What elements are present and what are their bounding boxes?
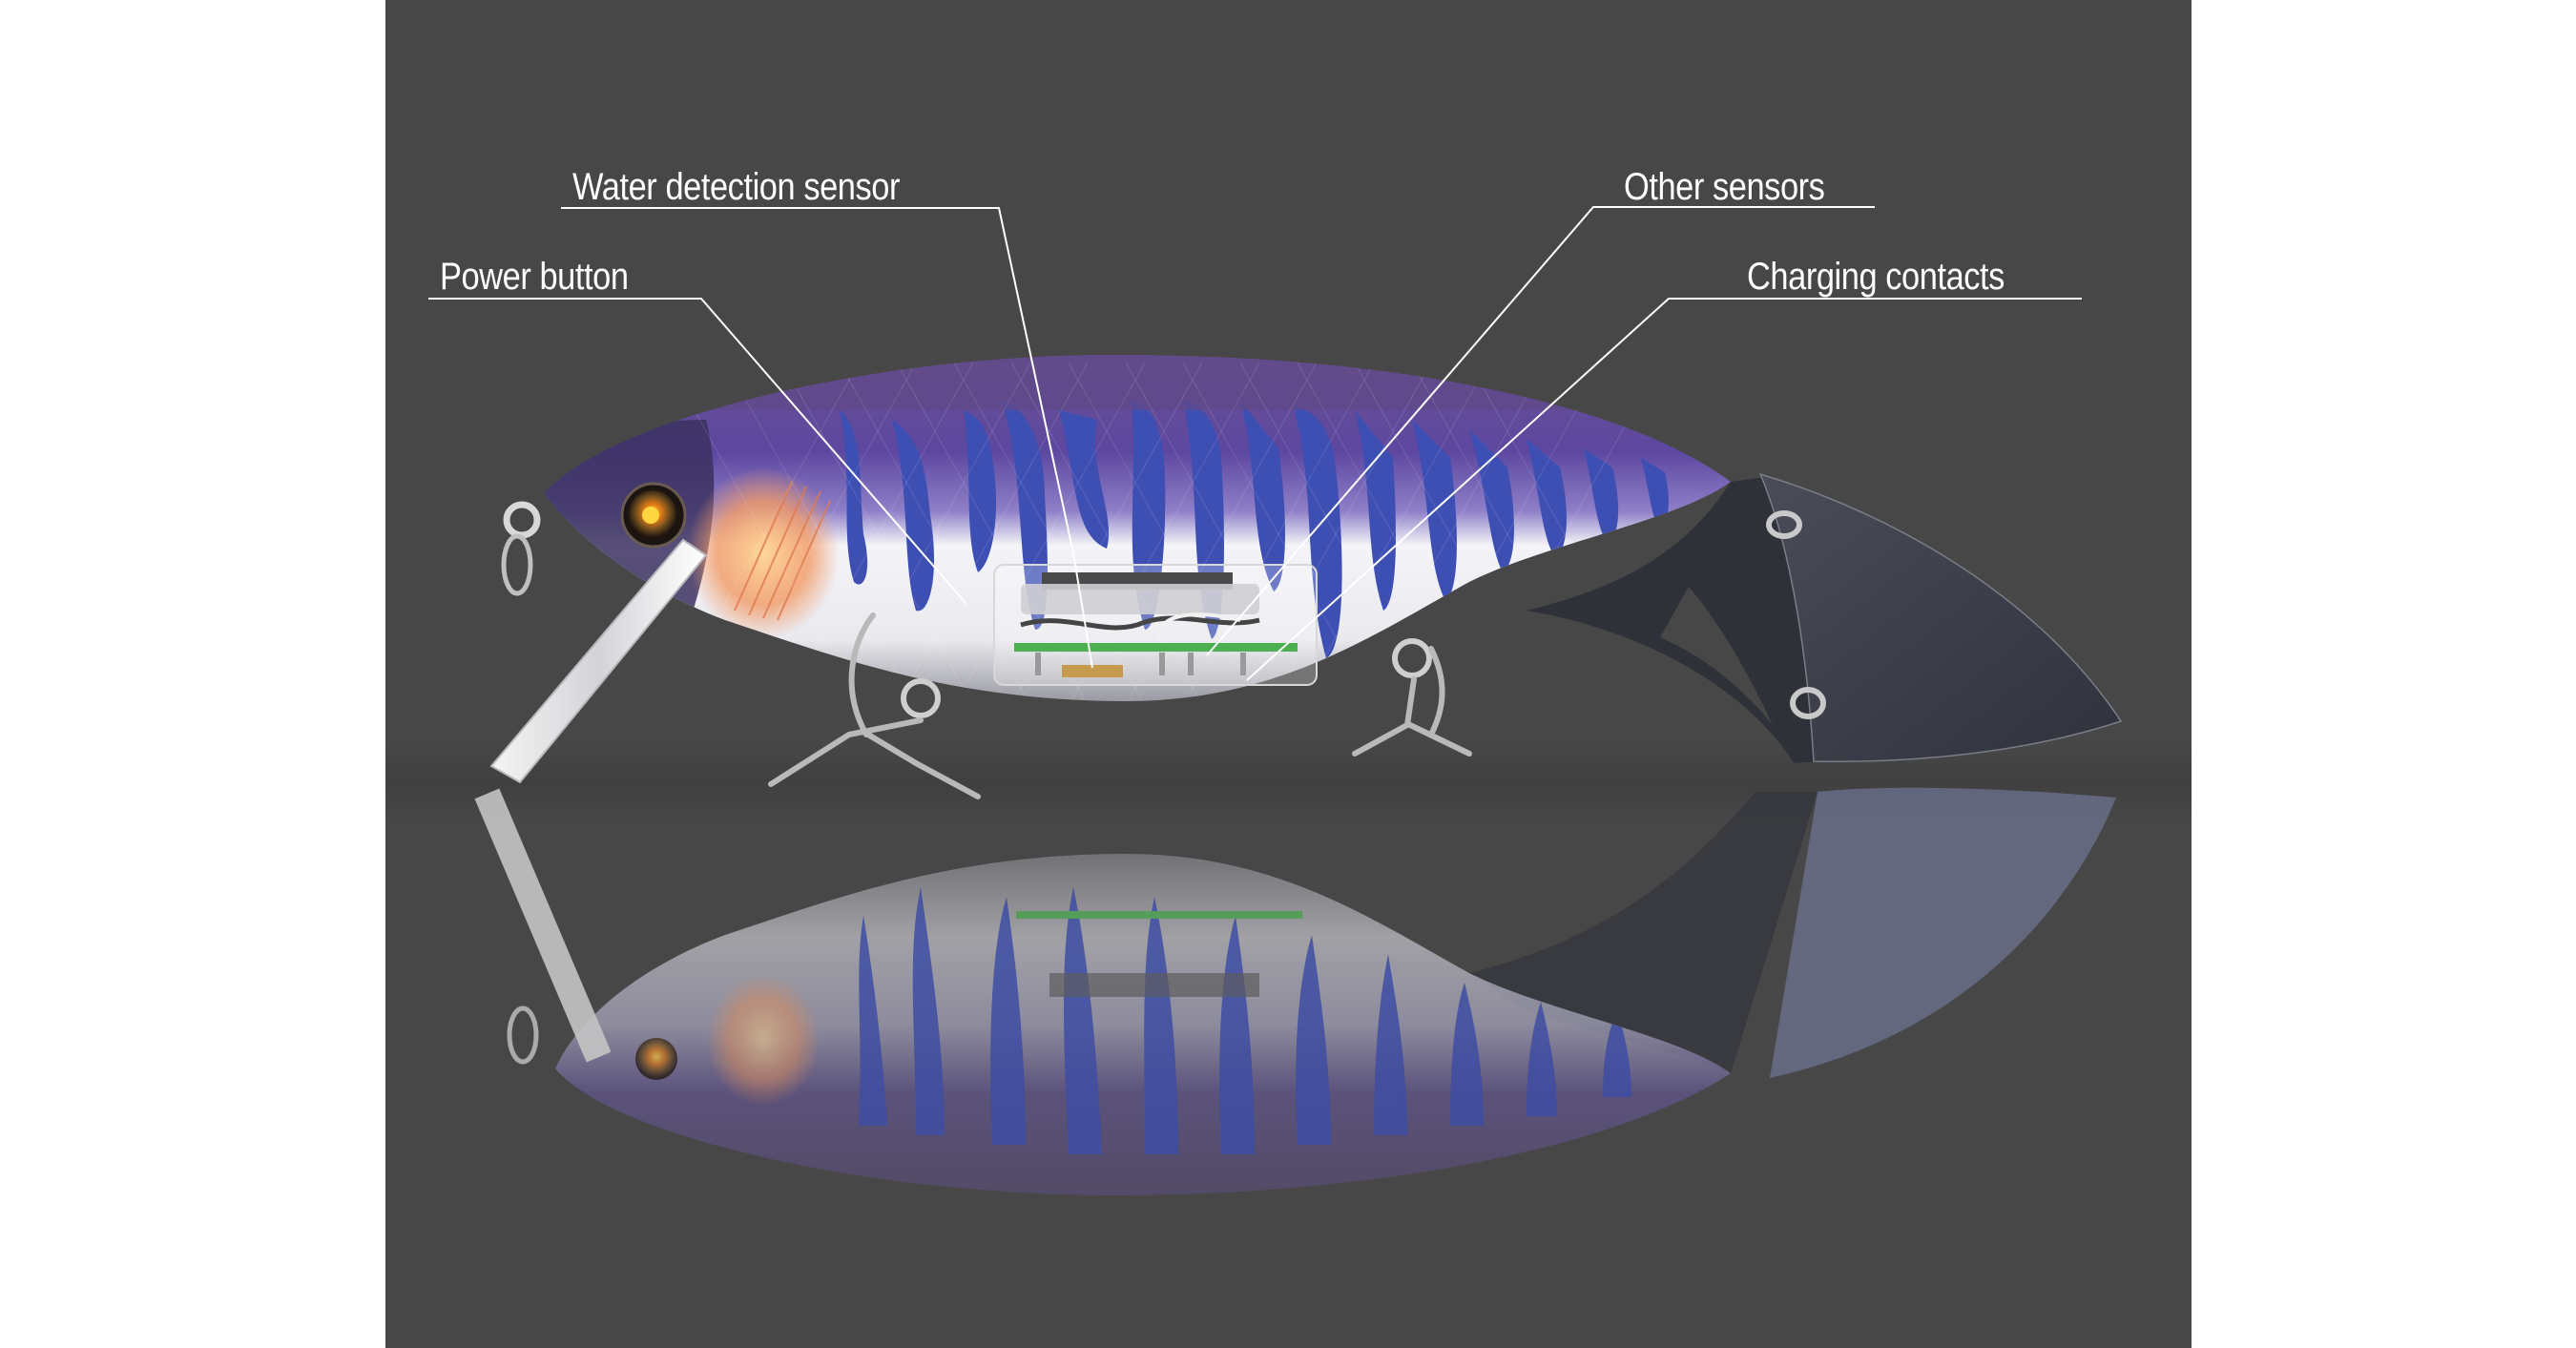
diving-lip xyxy=(489,538,708,784)
leader-other-sensors xyxy=(1206,206,1875,656)
electronics-module xyxy=(993,564,1318,686)
body-stripes xyxy=(840,401,1669,658)
tail-fin xyxy=(1758,472,2123,762)
leader-water-detection xyxy=(561,207,1093,669)
lure xyxy=(489,354,2123,799)
callout-lines xyxy=(428,206,2082,681)
diagram-panel: Water detection sensor Power button Othe… xyxy=(385,0,2192,1348)
label-other-sensors: Other sensors xyxy=(1624,166,1825,208)
rear-treble-hook xyxy=(1352,638,1472,757)
leader-power-button xyxy=(428,298,967,605)
reflected-body xyxy=(555,854,1731,1196)
front-treble-hook xyxy=(768,612,981,799)
line-tie-ring xyxy=(503,501,541,539)
label-water-detection-sensor: Water detection sensor xyxy=(572,166,900,208)
label-power-button: Power button xyxy=(440,256,629,298)
leader-charging-contacts xyxy=(1246,298,2082,681)
reflection xyxy=(474,787,2116,1196)
lure-illustration xyxy=(385,206,2192,1196)
pcb-board xyxy=(1014,643,1298,652)
label-charging-contacts: Charging contacts xyxy=(1747,256,2005,298)
